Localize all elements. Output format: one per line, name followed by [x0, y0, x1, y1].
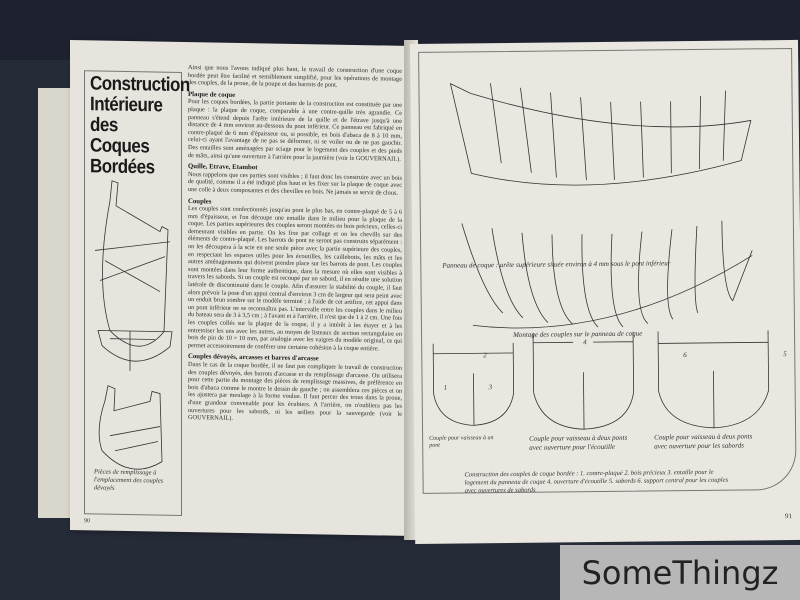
label-2: 2: [483, 351, 487, 360]
label-3: 3: [488, 383, 493, 392]
legend-text: Construction des couples de coque bordée…: [464, 468, 729, 495]
intro-paragraph: Ainsi que nous l'avons indiqué plus haut…: [188, 64, 402, 89]
hull-illustrations: [449, 82, 753, 329]
figure-caption: Pièces de remplissage à l'emplacement de…: [94, 468, 164, 492]
caption-two-decks-hatch: Couple pour vaisseau à deux ponts avec o…: [529, 433, 628, 452]
frames-assembly-drawing: [461, 220, 753, 328]
label-4: 4: [583, 338, 587, 347]
label-6: 6: [683, 351, 687, 360]
section-text: Nous rappelons que ces parties sont visi…: [188, 170, 402, 197]
filler-pieces-illustration: [94, 180, 173, 470]
body-text: Ainsi que nous l'avons indiqué plus haut…: [188, 64, 402, 425]
section-text: Les couples sont confectionnés jusqu'au …: [188, 205, 402, 353]
caption-two-decks-ports: Couple pour vaisseau à deux ponts avec o…: [654, 432, 753, 451]
section-text: Pour les coques bordées, la partie porta…: [188, 98, 402, 163]
watermark: SomeThingz: [560, 545, 800, 600]
right-page: Panneau de coque : arête supérieure situ…: [410, 39, 800, 544]
caption-frames-assembly: Montage des couples sur le panneau de co…: [513, 329, 643, 339]
left-page: Construction Intérieure des Coques Bordé…: [70, 40, 412, 536]
section-text: Dans le cas de la coque bordée, il ne fa…: [188, 361, 402, 422]
label-5: 5: [783, 350, 787, 359]
hull-panel-drawing: [449, 82, 752, 186]
page-number: 91: [784, 512, 793, 521]
frame-cross-sections: [432, 330, 770, 430]
label-1: 1: [443, 383, 448, 392]
page-number: 90: [84, 518, 90, 525]
caption-one-deck: Couple pour vaisseau à un pont: [429, 435, 494, 449]
